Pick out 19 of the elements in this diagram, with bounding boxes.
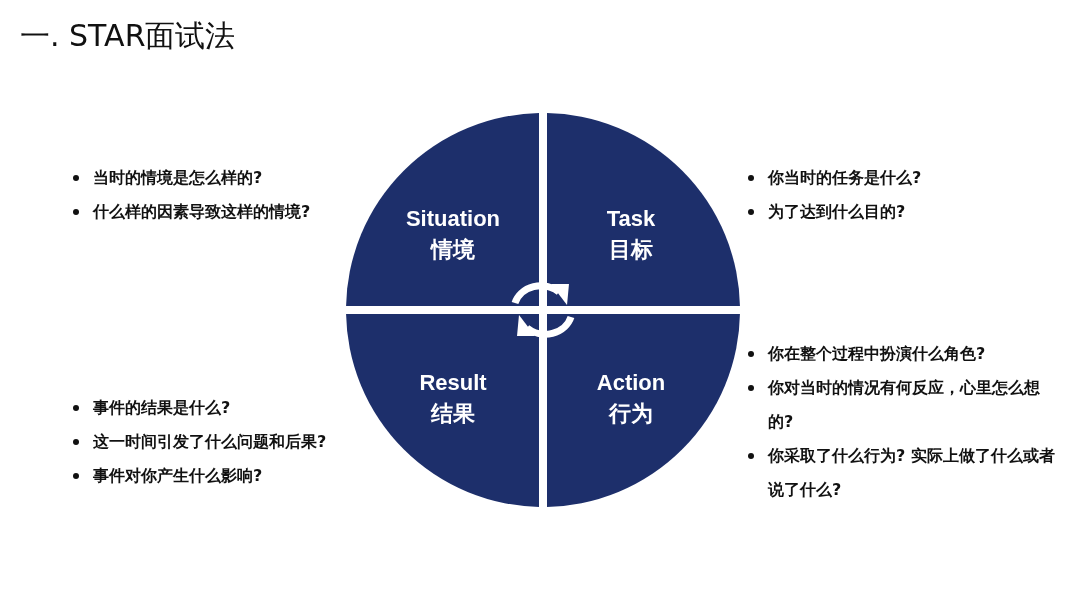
bullet-item: 你当时的任务是什么? xyxy=(745,161,1065,195)
title: 一. STAR面试法 xyxy=(20,17,236,55)
bullet-item: 为了达到什么目的? xyxy=(745,195,1065,229)
bullet-item: 你在整个过程中扮演什么角色? xyxy=(745,337,1055,371)
quadrant-heading: Situation xyxy=(405,205,501,233)
quadrant-heading: Result xyxy=(419,369,487,397)
bullet-item: 你对当时的情况有何反应，心里怎么想的? xyxy=(745,371,1055,439)
quadrant-subheading: 行为 xyxy=(609,400,653,428)
bullet-item: 事件对你产生什么影响? xyxy=(70,459,390,493)
quadrant-subheading: 结果 xyxy=(431,400,475,428)
quadrant-heading: Task xyxy=(606,205,656,233)
quadrant-subheading: 情境 xyxy=(431,236,475,264)
bullet-item: 当时的情境是怎么样的? xyxy=(70,161,390,195)
bullet-item: 这一时间引发了什么问题和后果? xyxy=(70,425,390,459)
quadrant-subheading: 目标 xyxy=(609,236,653,264)
bullet-item: 什么样的因素导致这样的情境? xyxy=(70,195,390,229)
bullet-item: 你采取了什么行为? 实际上做了什么或者说了什么? xyxy=(745,439,1055,507)
bullet-item: 事件的结果是什么? xyxy=(70,391,390,425)
quadrant-heading: Action xyxy=(596,369,666,397)
